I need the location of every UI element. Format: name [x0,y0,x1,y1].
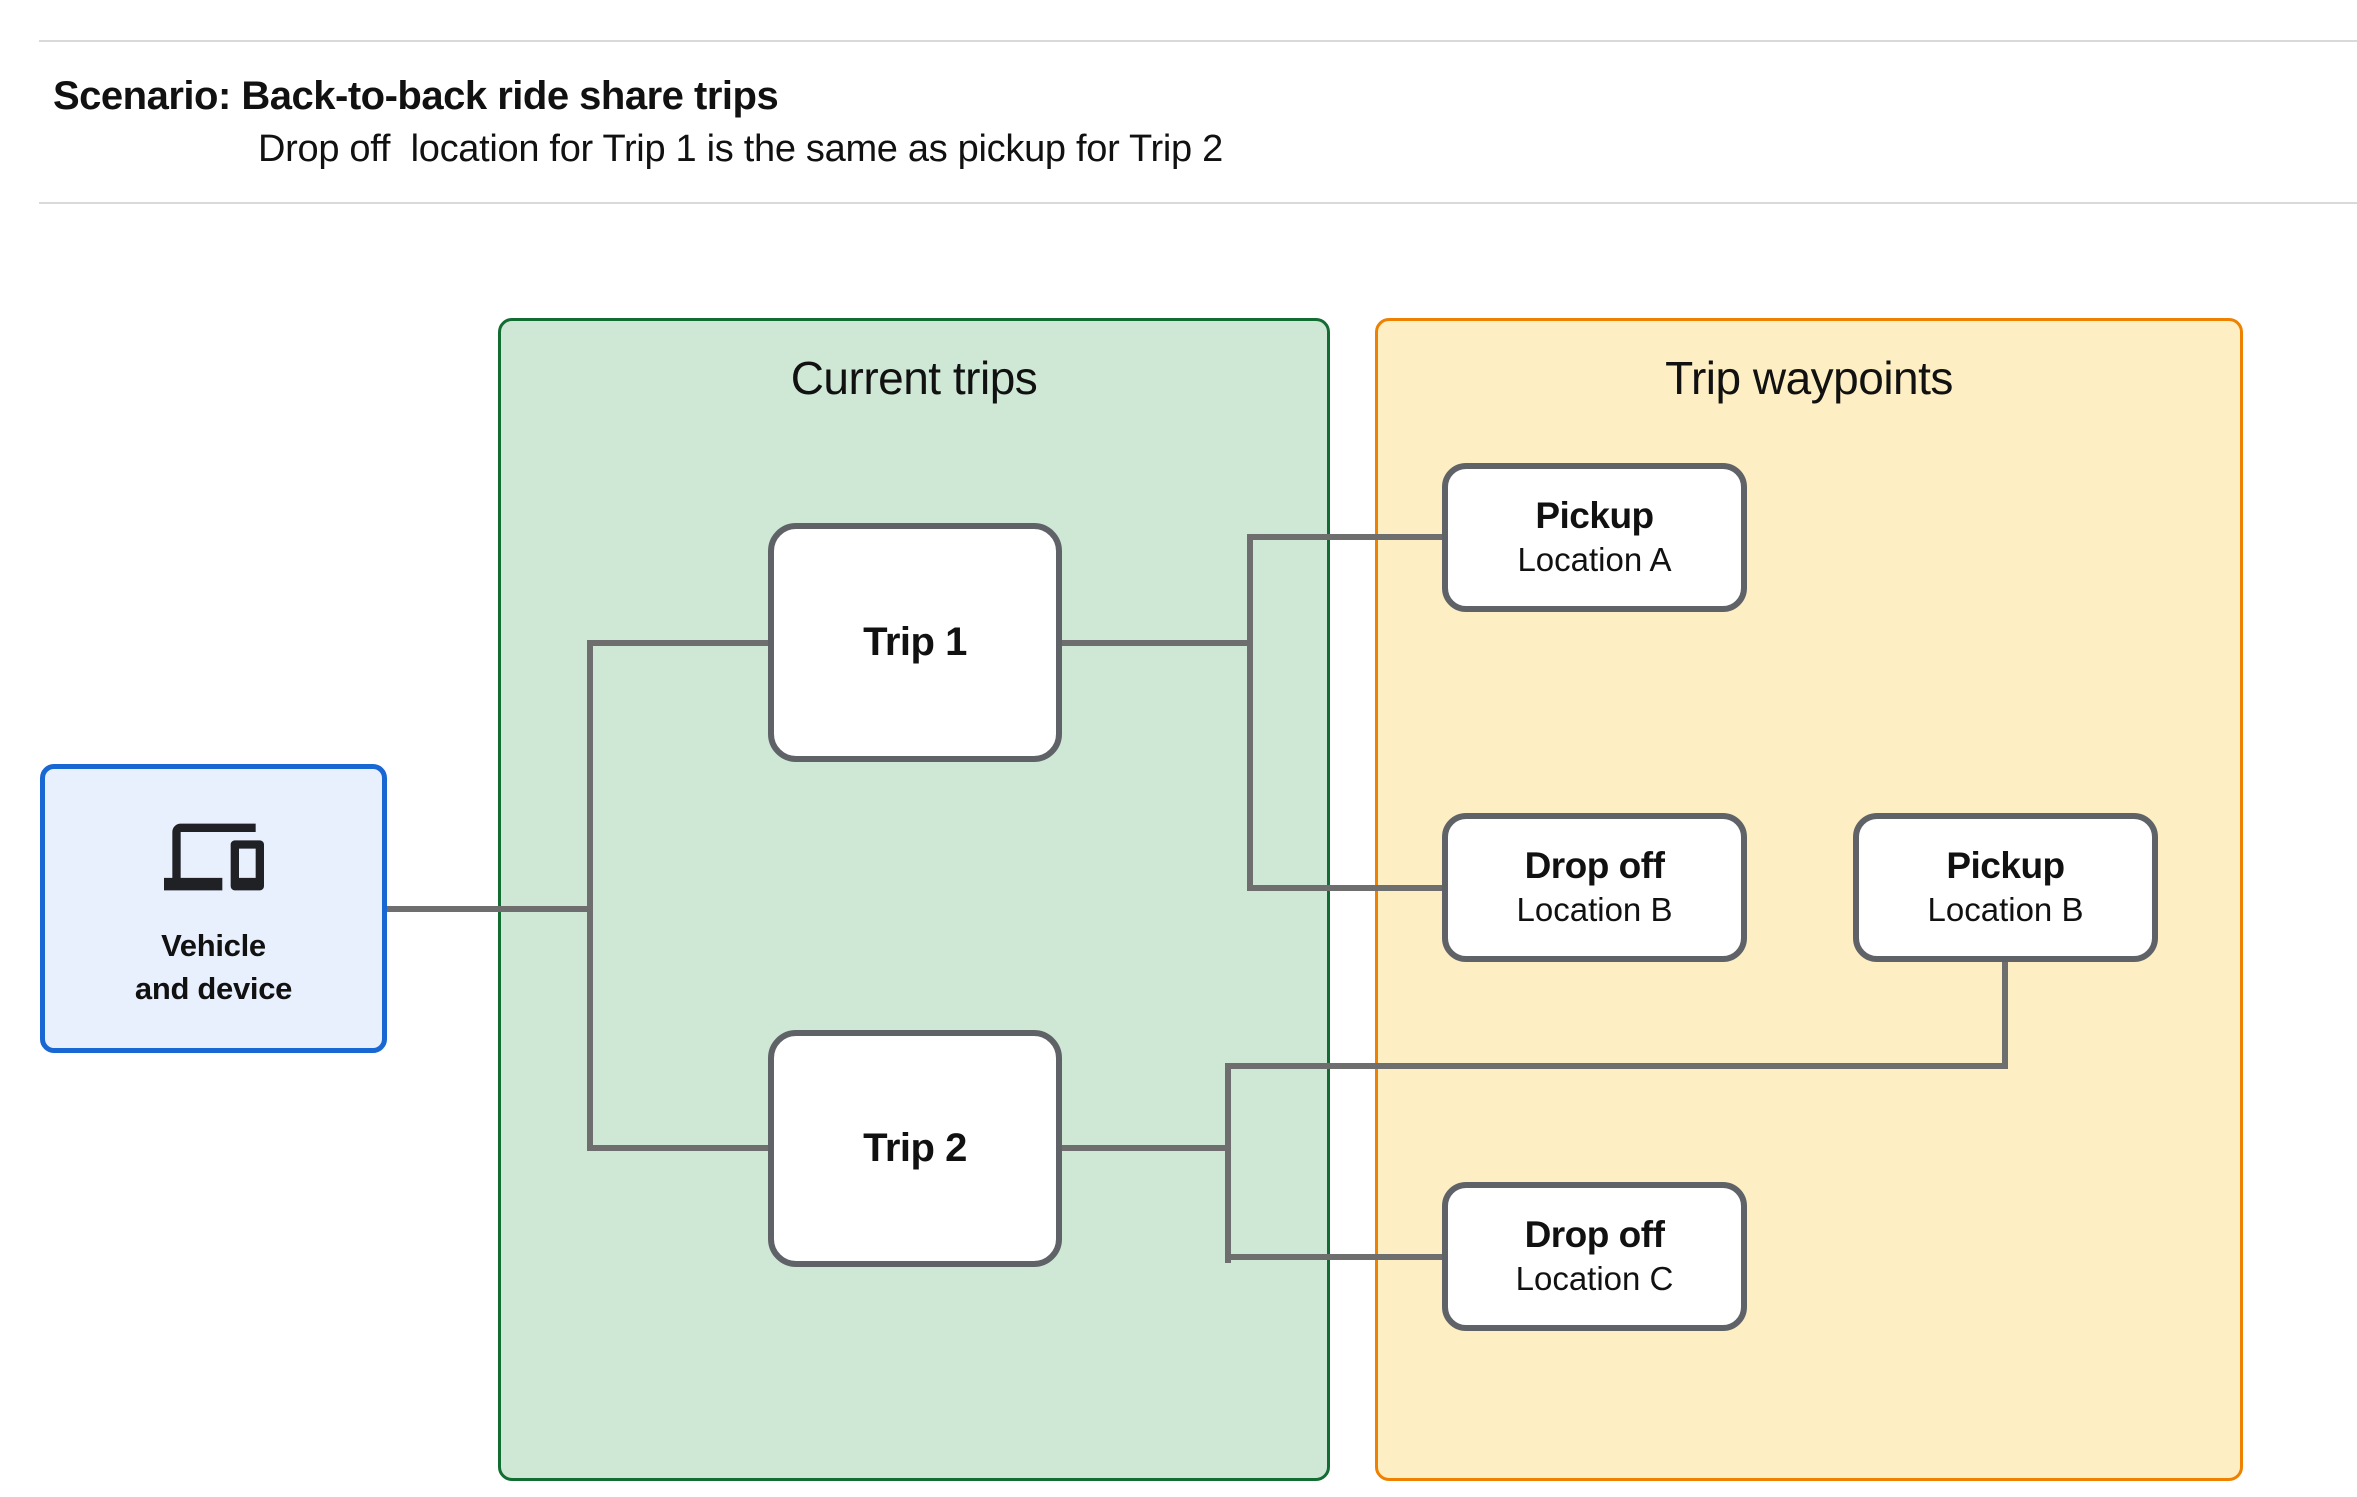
connector-junction-to-trip1 [587,640,768,646]
connector-trip2-to-pickup-b [1225,1063,2008,1069]
waypoint-location: Location B [1516,890,1673,928]
waypoint-type: Drop off [1524,1214,1665,1256]
waypoint-pickup-location-a: Pickup Location A [1442,463,1747,612]
vehicle-label-line1: Vehicle [161,928,266,963]
page-subtitle: Drop off location for Trip 1 is the same… [258,128,1223,170]
connector-vehicle-to-junction [387,906,593,912]
waypoint-type: Pickup [1946,845,2065,887]
connector-trip1-to-pickup-a [1247,534,1442,540]
connector-pickup-b-drop [2002,962,2008,1069]
page-title: Scenario: Back-to-back ride share trips [53,74,779,118]
divider-top [39,40,2357,42]
connector-junction-to-trip2 [587,1145,768,1151]
connector-trip1-junction-vertical [1247,534,1253,891]
waypoint-dropoff-location-b: Drop off Location B [1442,813,1747,962]
divider-bottom [39,202,2357,204]
waypoint-location: Location C [1515,1259,1674,1297]
connector-trip2-to-dropoff-c [1225,1254,1442,1260]
trip-2-box: Trip 2 [768,1030,1062,1267]
waypoint-location: Location B [1927,890,2084,928]
devices-icon [163,807,264,907]
trip-2-label: Trip 2 [863,1126,967,1170]
vehicle-label-line2: and device [134,970,293,1006]
vehicle-box: Vehicle and device [40,764,387,1053]
connector-trip1-to-dropoff-b [1247,885,1442,891]
connector-trip1-out [1062,640,1253,646]
connector-junction-vertical-left [587,640,593,1151]
group-title-trip-waypoints: Trip waypoints [1665,352,1953,404]
waypoint-location: Location A [1517,540,1672,578]
waypoint-type: Drop off [1524,845,1665,887]
group-title-current-trips: Current trips [790,352,1038,404]
group-current-trips: Current trips [498,318,1330,1481]
connector-trip2-junction-vertical [1225,1063,1231,1263]
trip-1-box: Trip 1 [768,523,1062,762]
trip-1-label: Trip 1 [863,620,967,664]
waypoint-pickup-location-b: Pickup Location B [1853,813,2158,962]
connector-trip2-out [1062,1145,1231,1151]
vehicle-label: Vehicle and device [134,925,293,1011]
waypoint-dropoff-location-c: Drop off Location C [1442,1182,1747,1331]
waypoint-type: Pickup [1535,495,1654,537]
